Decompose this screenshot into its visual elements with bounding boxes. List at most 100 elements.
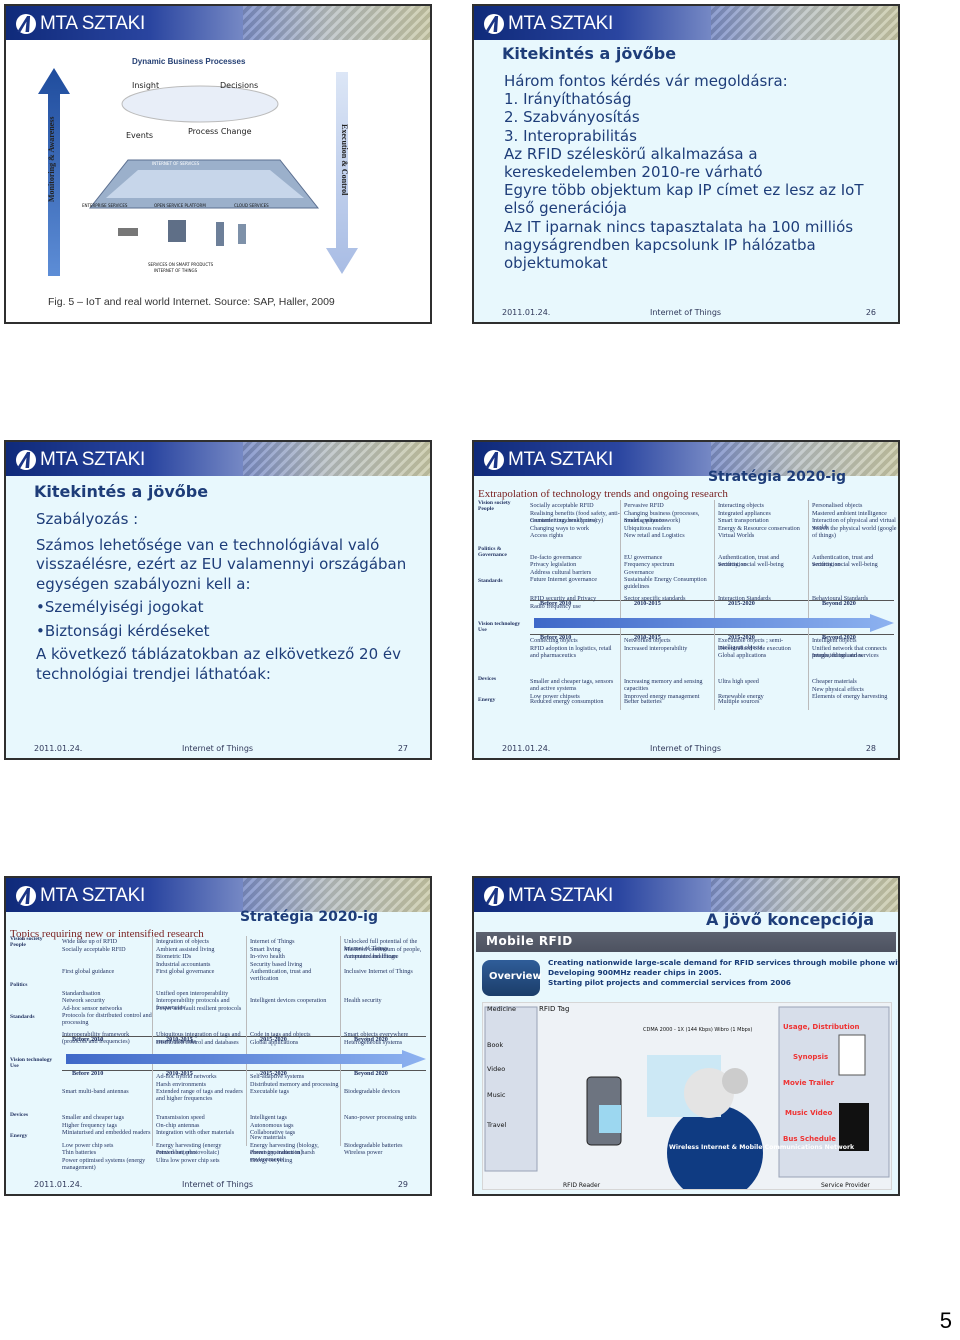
table-cell: Mastered continuum of people, computers … — [344, 945, 422, 960]
table-cell: Ubiquitous integration of tags and senso… — [156, 1031, 241, 1045]
table-cell: Changing ways to work — [530, 524, 589, 532]
table-cell: EU governance — [624, 553, 663, 561]
table-cell: Cheaper materials — [812, 678, 857, 685]
table-cell: Distributed memory and processing — [250, 1080, 339, 1088]
svg-text:ENTERPRISE SERVICES: ENTERPRISE SERVICES — [82, 203, 128, 208]
table-cell: Behavioural Standards — [812, 595, 869, 602]
logo: MTA SZTAKI — [16, 448, 145, 472]
rfid-title: Mobile RFID — [486, 934, 573, 948]
table-divider — [62, 1036, 426, 1037]
logo-text: MTA SZTAKI — [508, 13, 614, 34]
table-cell: Ad-hoc hybrid networks — [156, 1073, 217, 1080]
table-cell: Virtual Worlds — [718, 532, 755, 539]
table-cell: Protocols for distributed control and pr… — [62, 1012, 152, 1026]
content-line: objektumokat — [504, 254, 608, 273]
content-line: •Személyiségi jogokat — [36, 598, 204, 616]
table-cell: Improved energy management — [624, 693, 700, 700]
table-cell: First global governance — [156, 968, 215, 975]
table-cell: Interaction of physical and virtual worl… — [812, 517, 896, 531]
table-cell: Increased interoperability — [624, 644, 688, 652]
svg-text:RFID Reader: RFID Reader — [563, 1182, 601, 1189]
table-row-label: Politics & Governance — [478, 546, 507, 558]
table-cell: Authentication, trust and verification — [250, 968, 312, 982]
table-cell: Thin batteries — [62, 1149, 97, 1156]
footer-page-number: 26 — [865, 308, 876, 317]
table-cell: Health security — [344, 997, 382, 1004]
table-cell: New materials — [250, 1134, 286, 1141]
logo: MTA SZTAKI — [484, 12, 613, 36]
timeline-arrow-icon — [66, 1050, 426, 1068]
table-cell: Global applications — [718, 652, 767, 659]
table-cell: Transmission speed — [156, 1114, 205, 1121]
logo-text: MTA SZTAKI — [40, 449, 146, 470]
table-cell: Privacy legislation — [530, 561, 577, 568]
logo: MTA SZTAKI — [16, 12, 145, 36]
table-cell: Ad-hoc sensor networks — [62, 1004, 123, 1012]
slide-title: Stratégia 2020-ig — [707, 469, 846, 485]
table-column-header: 2015-2020 — [728, 600, 755, 607]
table-cell: Nano-power processing units — [344, 1114, 417, 1121]
table-cell: Socially acceptable RFID — [530, 502, 594, 509]
table-cell: Smaller and cheaper tags, sensors and ac… — [530, 678, 614, 692]
table-cell: Autonomous tags — [250, 1121, 294, 1129]
table-cell: Industrial accountants — [156, 960, 211, 968]
table-cell: Power and fault resilient protocols — [156, 1004, 242, 1012]
monitoring-label: Monitoring & Awareness — [47, 117, 56, 202]
table-cell: Global applications — [250, 1038, 299, 1046]
content-line: Szabályozás : — [36, 510, 139, 528]
content-line: első generációja — [504, 199, 627, 218]
table-cell: Smart objects everywhere — [344, 1031, 409, 1038]
figure-title: Dynamic Business Processes — [132, 57, 246, 66]
table-cell: Radio frequency use — [530, 602, 581, 610]
svg-text:Music: Music — [487, 1091, 506, 1099]
table-cell: New physical effects — [812, 685, 864, 693]
content-line: egységen szabályozni kell a: — [36, 574, 251, 593]
table-cell: Smart appliances — [624, 517, 667, 524]
table-divider — [530, 600, 894, 601]
logo: MTA SZTAKI — [16, 884, 145, 908]
table-cell: Higher frequency tags — [62, 1121, 117, 1129]
content-line: kereskedelemben 2010-re várható — [504, 163, 763, 182]
table-cell: First global guidance — [62, 968, 115, 975]
table-cell: Frequency spectrum — [624, 561, 675, 568]
slide-header: MTA SZTAKI — [6, 6, 430, 40]
table-row-label: Vision technology Use — [10, 1057, 53, 1069]
rfid-bullet: Developing 900MHz reader chips in 2005. — [548, 968, 722, 977]
table-column-header: Before 2010 — [540, 600, 572, 607]
slide-6: MTA SZTAKI A jövő koncepciója Mobile RFI… — [472, 876, 900, 1196]
table-cell: Intelligent devices cooperation — [250, 997, 327, 1004]
table-column-divider — [808, 500, 809, 710]
table-row-label: Energy — [478, 697, 496, 703]
table-cell: Access rights — [530, 532, 564, 539]
table-row-label: Devices — [478, 676, 497, 682]
table-cell: Security based living — [250, 960, 303, 968]
table-cell: Inclusive Internet of Things — [344, 968, 413, 975]
content-line: •Biztonsági kérdéseket — [36, 621, 210, 640]
iot-diagram: Monitoring & Awareness Execution & Contr… — [36, 52, 372, 292]
logo-mark-icon — [484, 886, 504, 906]
logo-mark-icon — [484, 14, 504, 34]
table-column-header: Beyond 2020 — [822, 600, 856, 607]
table-cell: Biodegradable batteries — [344, 1141, 403, 1149]
table-cell: Changing business (processes, models, wa… — [624, 509, 700, 524]
content-line: Számos lehetősége van e technológiával v… — [36, 535, 380, 554]
footer-date: 2011.01.24. — [502, 308, 551, 317]
table-column-divider — [340, 936, 341, 1146]
slide-1: MTA SZTAKI Monitoring & Awareness Execut… — [4, 4, 432, 324]
slide-title: Kitekintés a jövőbe — [34, 482, 209, 501]
table-cell: Executable objects ; semi-intelligent ob… — [718, 637, 784, 651]
svg-text:Process Change: Process Change — [188, 127, 252, 136]
svg-text:Wireless Internet & Mobile Com: Wireless Internet & Mobile Communication… — [669, 1144, 855, 1151]
table-cell: Pervasive RFID — [624, 502, 664, 509]
table-cell: Elements of energy harvesting — [812, 693, 888, 700]
table-row-label: Standards — [10, 1014, 35, 1020]
content-line: Az RFID széleskörű alkalmazása a — [504, 144, 758, 163]
slide-header: MTA SZTAKI — [474, 878, 898, 912]
table-divider — [530, 634, 894, 635]
table-cell: Interoperability framework (protocols an… — [62, 1031, 130, 1045]
content-line: A következő táblázatokban az elkövetkező… — [36, 645, 402, 663]
table-column-header: Before 2010 — [540, 634, 572, 641]
table-cell: Energy harvesting (energy conversion, ph… — [156, 1141, 222, 1156]
logo-text: MTA SZTAKI — [40, 13, 146, 34]
slide-5: MTA SZTAKI Stratégia 2020-ig Topics requ… — [4, 876, 432, 1196]
